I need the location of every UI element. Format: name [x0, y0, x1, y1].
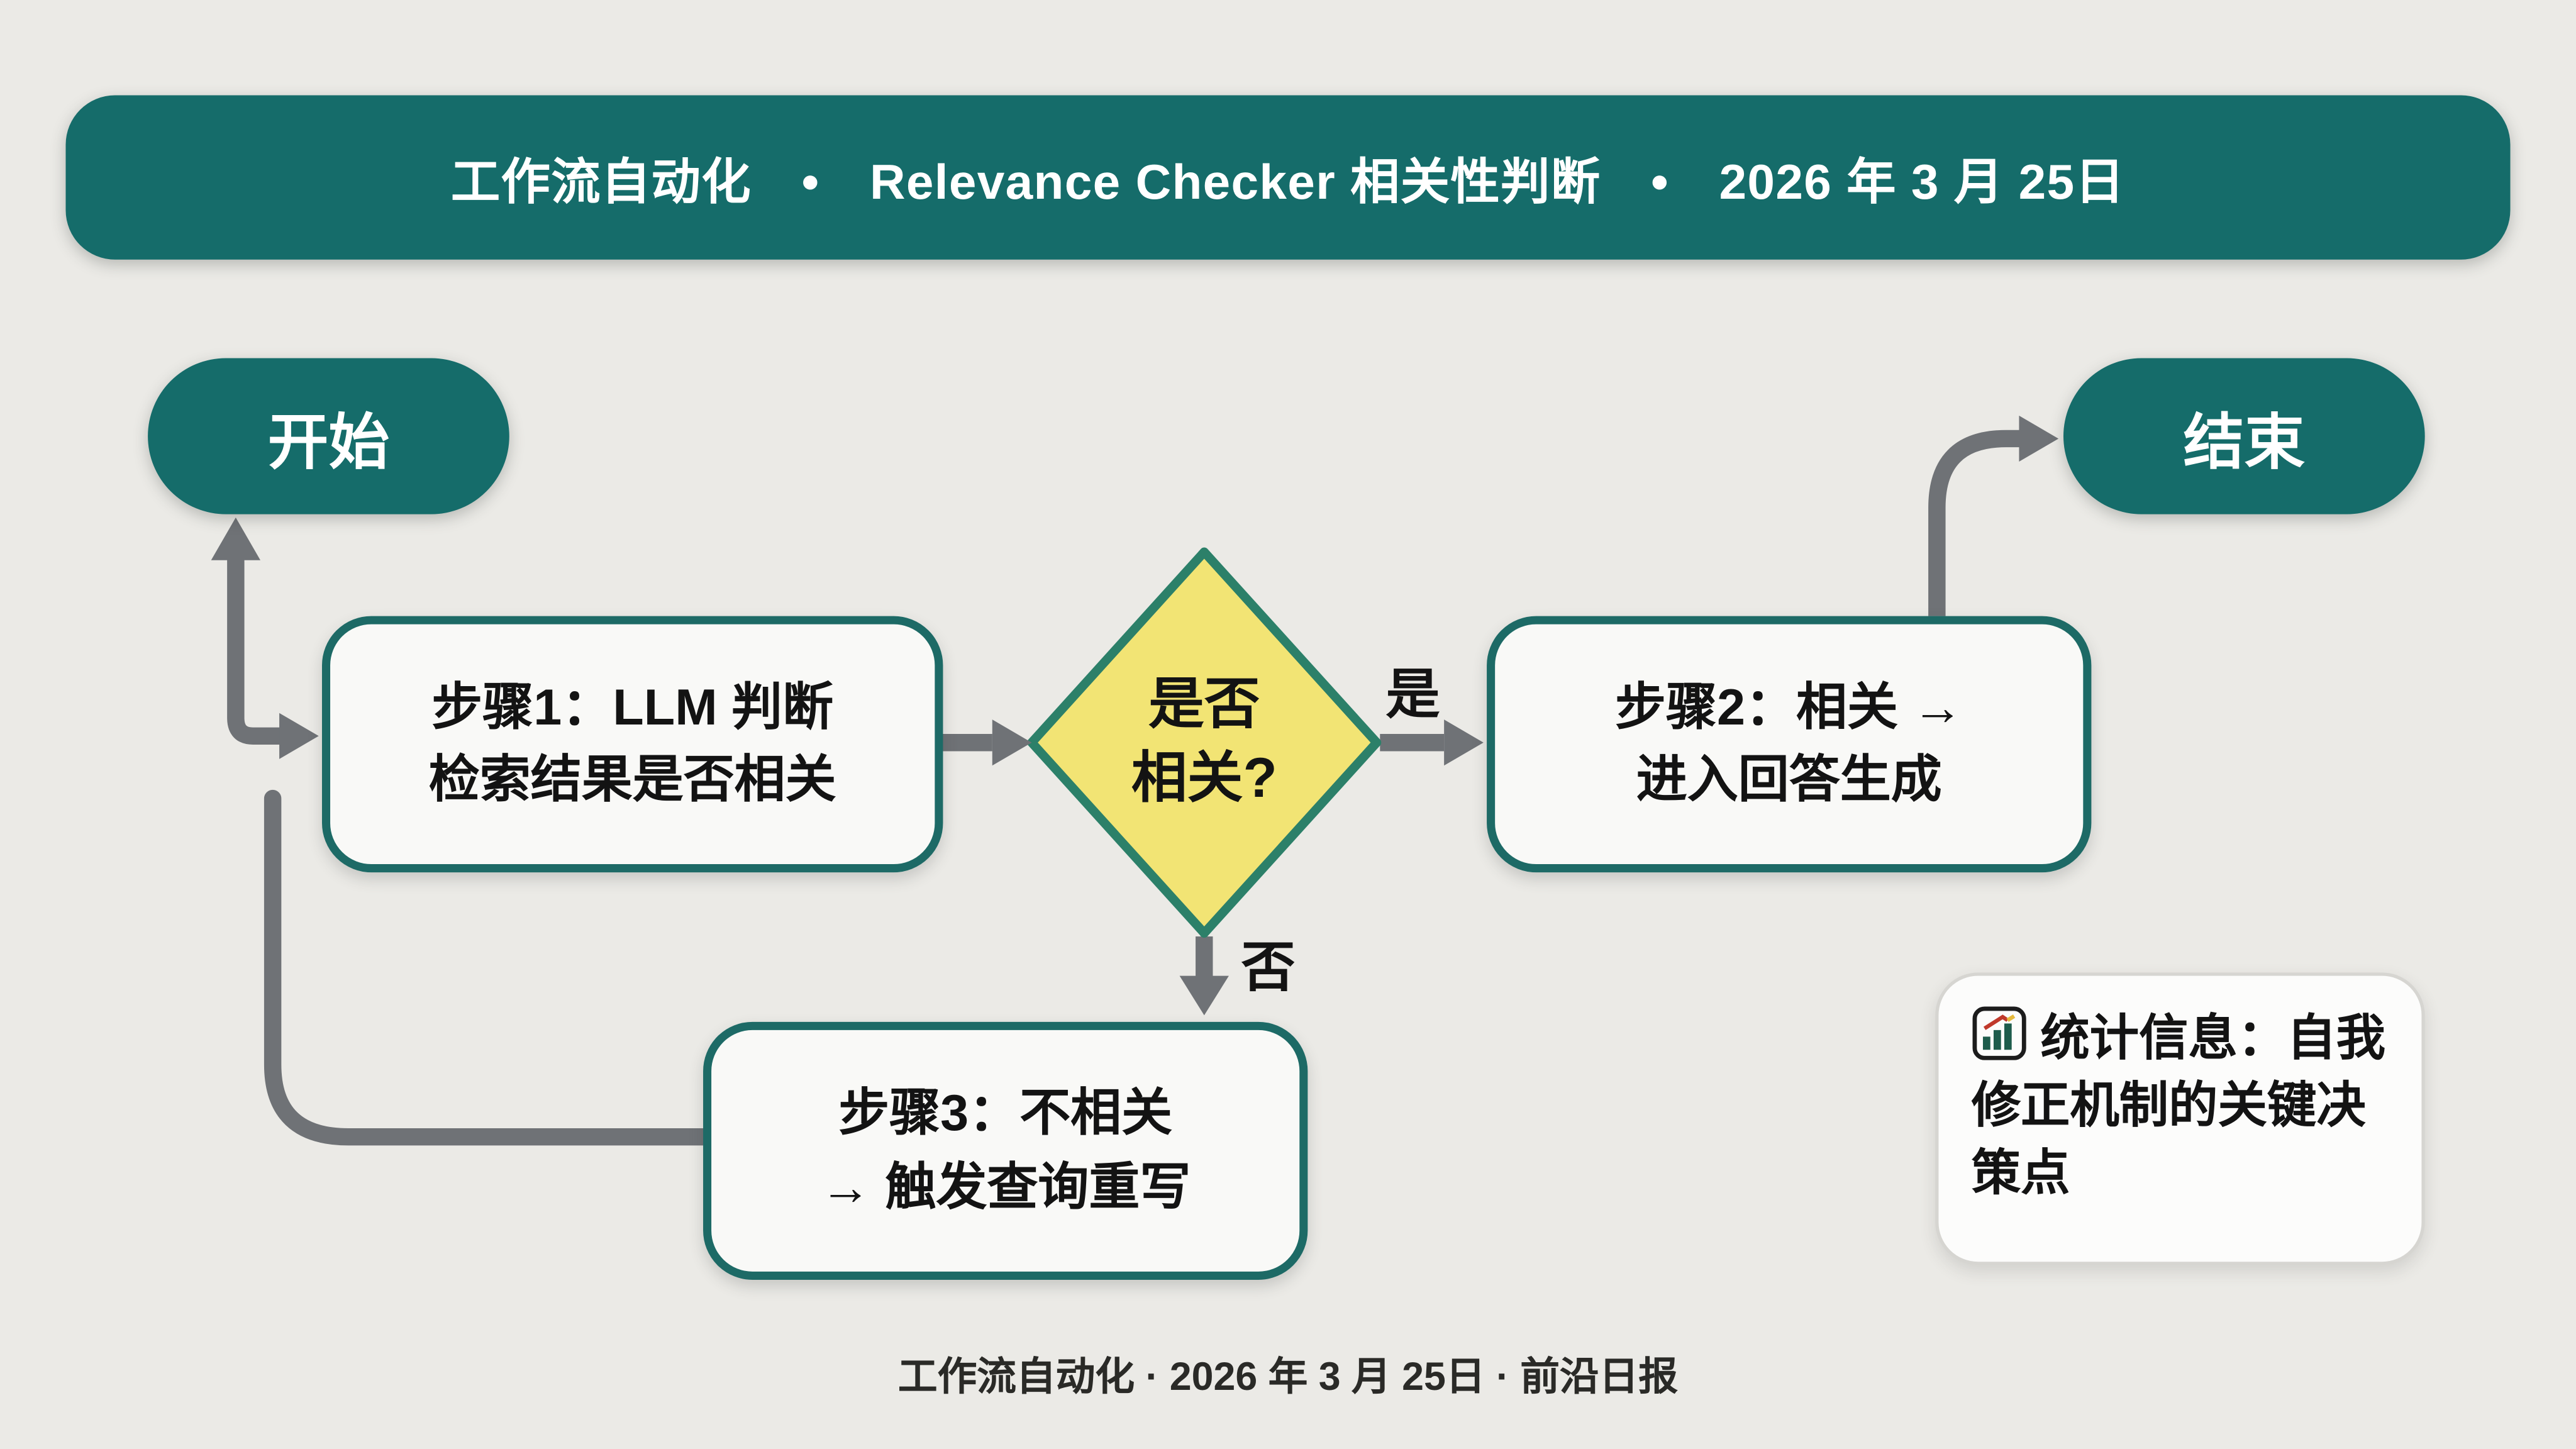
edge-label-no: 否: [1241, 936, 1296, 997]
decision-diamond-shape: [1027, 547, 1382, 938]
node-step1-line1: 步骤1：LLM 判断: [431, 678, 834, 736]
node-decision-label: 是否 相关?: [1040, 650, 1368, 835]
node-step1: 步骤1：LLM 判断 检索结果是否相关: [322, 616, 943, 873]
node-step1-line2: 检索结果是否相关: [428, 750, 836, 809]
node-decision-line2: 相关?: [1131, 747, 1277, 810]
node-step2-line2: 进入回答生成: [1636, 750, 1942, 809]
edge-step2-to-end: [1928, 430, 2021, 616]
node-step3: 步骤3：不相关 → 触发查询重写: [703, 1021, 1308, 1280]
stats-info-text: 统计信息：自我修正机制的关键决策点: [1971, 1012, 2385, 1202]
node-end: 结束: [2063, 358, 2425, 514]
edge-junction-to-start-and-step1: [227, 558, 281, 745]
node-step2-line1: 步骤2：相关 →: [1615, 678, 1963, 736]
node-start: 开始: [148, 358, 509, 514]
edge-label-yes: 是: [1385, 663, 1440, 724]
footer-caption: 工作流自动化 · 2026 年 3 月 25日 · 前沿日报: [897, 1355, 1679, 1400]
header-banner-title: 工作流自动化 • Relevance Checker 相关性判断 • 2026 …: [450, 156, 2126, 211]
node-start-label: 开始: [267, 408, 390, 476]
node-step3-line2: → 触发查询重写: [820, 1157, 1191, 1215]
arrowhead-into-end: [2019, 415, 2059, 462]
arrowhead-into-step2: [1444, 719, 1484, 766]
arrowhead-into-start: [211, 517, 261, 560]
bar-chart-icon: [1972, 1006, 2028, 1062]
stats-info-card: 统计信息：自我修正机制的关键决策点: [1935, 972, 2425, 1265]
node-end-label: 结束: [2183, 408, 2305, 476]
header-banner: 工作流自动化 • Relevance Checker 相关性判断 • 2026 …: [65, 95, 2511, 260]
node-step3-line1: 步骤3：不相关: [838, 1085, 1173, 1143]
node-step2: 步骤2：相关 → 进入回答生成: [1487, 616, 2092, 873]
arrowhead-into-step3: [1179, 975, 1229, 1016]
arrowhead-into-decision: [992, 719, 1032, 766]
node-decision-line1: 是否: [1148, 674, 1260, 736]
arrowhead-into-step1: [279, 713, 319, 759]
edge-step3-loopback: [264, 789, 712, 1146]
